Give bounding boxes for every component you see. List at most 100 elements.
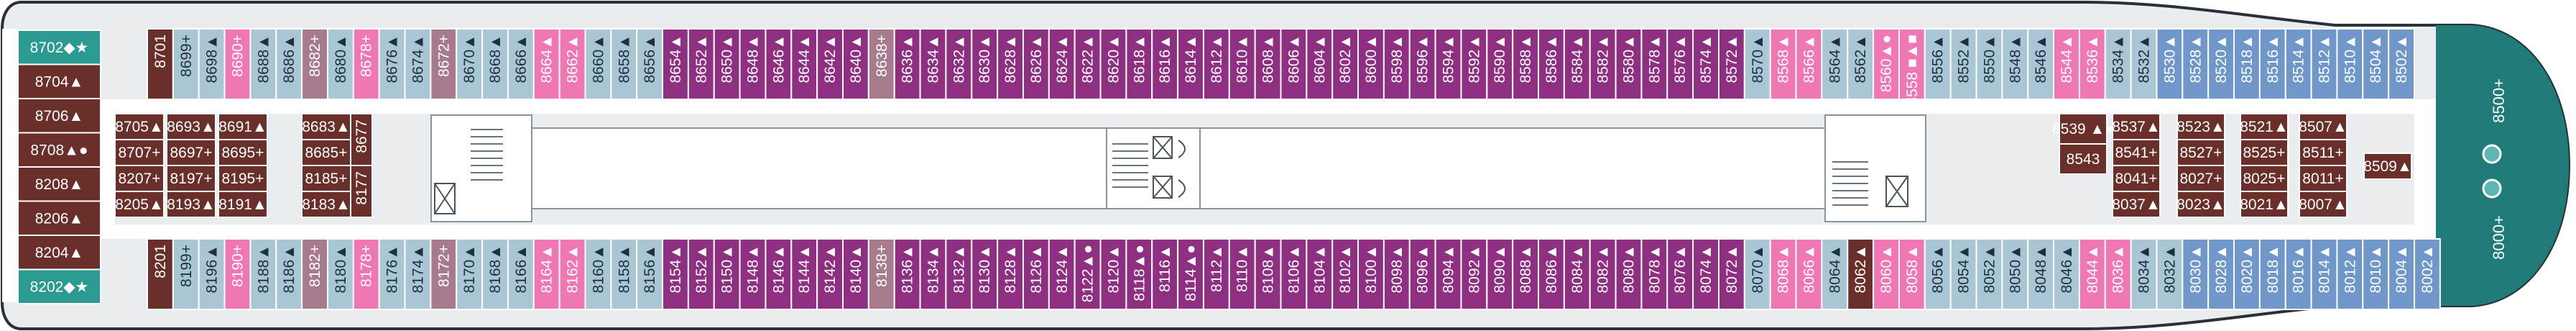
cabin-8660[interactable]: 8660▲ xyxy=(584,28,612,100)
cabin-8552[interactable]: 8552▲ xyxy=(1949,28,1977,100)
cabin-8570[interactable]: 8570▲ xyxy=(1743,28,1771,100)
cabin-8023[interactable]: 8023▲ xyxy=(2176,191,2225,218)
cabin-8534[interactable]: 8534▲ xyxy=(2104,28,2132,100)
cabin-8586[interactable]: 8586▲ xyxy=(1538,28,1565,100)
cabin-8578[interactable]: 8578▲ xyxy=(1640,28,1668,100)
cabin-8632[interactable]: 8632▲ xyxy=(945,28,973,100)
cabin-8616[interactable]: 8616▲ xyxy=(1151,28,1179,100)
cabin-8598[interactable]: 8598▲ xyxy=(1382,28,1411,100)
cabin-8516[interactable]: 8516▲ xyxy=(2258,28,2286,100)
cabin-8110[interactable]: 8110▲ xyxy=(1228,238,1256,310)
cabin-8650[interactable]: 8650▲ xyxy=(713,28,741,100)
cabin-8604[interactable]: 8604▲ xyxy=(1306,28,1334,100)
cabin-8536[interactable]: 8536▲ xyxy=(2078,28,2106,100)
cabin-8562[interactable]: 8562▲ xyxy=(1847,28,1875,100)
cabin-8704[interactable]: 8704▲ xyxy=(17,63,101,99)
cabin-8030[interactable]: 8030▲ xyxy=(2182,238,2210,310)
cabin-8701[interactable]: 8701 xyxy=(147,28,174,100)
cabin-8206[interactable]: 8206▲ xyxy=(17,200,101,236)
cabin-8677[interactable]: 8677 xyxy=(350,113,373,166)
cabin-8654[interactable]: 8654▲ xyxy=(662,28,689,100)
cabin-8070[interactable]: 8070▲ xyxy=(1743,238,1771,310)
cabin-8007[interactable]: 8007▲ xyxy=(2299,191,2348,218)
cabin-8537[interactable]: 8537▲ xyxy=(2112,113,2161,140)
cabin-8048[interactable]: 8048▲ xyxy=(2027,238,2055,310)
cabin-8116[interactable]: 8116▲ xyxy=(1151,238,1179,310)
cabin-8130[interactable]: 8130▲ xyxy=(971,238,999,310)
cabin-8078[interactable]: 8078▲ xyxy=(1640,238,1668,310)
cabin-8644[interactable]: 8644▲ xyxy=(790,28,818,100)
cabin-8699[interactable]: 8699+ xyxy=(172,28,200,100)
cabin-8527[interactable]: 8527+ xyxy=(2176,139,2225,166)
cabin-8612[interactable]: 8612▲ xyxy=(1202,28,1230,100)
cabin-8180[interactable]: 8180▲ xyxy=(326,238,354,310)
cabin-8690[interactable]: 8690+ xyxy=(223,28,251,100)
cabin-8556[interactable]: 8556▲ xyxy=(1924,28,1952,100)
cabin-8176[interactable]: 8176▲ xyxy=(378,238,406,310)
cabin-8144[interactable]: 8144▲ xyxy=(790,238,818,310)
cabin-8539[interactable]: 8539 ▲● xyxy=(2052,113,2114,145)
cabin-8046[interactable]: 8046▲ xyxy=(2053,238,2080,310)
cabin-8550[interactable]: 8550▲ xyxy=(1975,28,2003,100)
cabin-8672[interactable]: 8672+ xyxy=(430,28,458,100)
cabin-8668[interactable]: 8668▲ xyxy=(481,28,509,100)
cabin-8640[interactable]: 8640▲ xyxy=(842,28,869,100)
cabin-8708[interactable]: 8708▲● xyxy=(17,132,101,168)
cabin-8170[interactable]: 8170▲ xyxy=(456,238,484,310)
cabin-8197[interactable]: 8197+ xyxy=(166,165,216,192)
cabin-8620[interactable]: 8620▲ xyxy=(1099,28,1127,100)
cabin-8076[interactable]: 8076▲ xyxy=(1666,238,1694,310)
cabin-8588[interactable]: 8588▲ xyxy=(1512,28,1540,100)
cabin-8614[interactable]: 8614▲ xyxy=(1177,28,1204,100)
cabin-8150[interactable]: 8150▲ xyxy=(713,238,741,310)
cabin-8208[interactable]: 8208▲ xyxy=(17,166,101,202)
cabin-8102[interactable]: 8102▲ xyxy=(1331,238,1359,310)
cabin-8138[interactable]: 8138+ xyxy=(867,238,895,310)
cabin-8168[interactable]: 8168▲ xyxy=(481,238,509,310)
cabin-8126[interactable]: 8126▲ xyxy=(1022,238,1050,310)
cabin-8512[interactable]: 8512▲ xyxy=(2310,28,2338,100)
cabin-8014[interactable]: 8014▲ xyxy=(2310,238,2338,310)
cabin-8088[interactable]: 8088▲ xyxy=(1512,238,1540,310)
cabin-8154[interactable]: 8154▲ xyxy=(662,238,689,310)
cabin-8002[interactable]: 8002▲ xyxy=(2414,238,2441,310)
cabin-8191[interactable]: 8191▲ xyxy=(218,191,268,218)
cabin-8021[interactable]: 8021▲ xyxy=(2240,191,2289,218)
cabin-8523[interactable]: 8523▲ xyxy=(2176,113,2225,140)
cabin-8027[interactable]: 8027+ xyxy=(2176,165,2225,192)
cabin-8680[interactable]: 8680▲ xyxy=(326,28,354,100)
cabin-8646[interactable]: 8646▲ xyxy=(765,28,793,100)
cabin-8054[interactable]: 8054▲ xyxy=(1949,238,1977,310)
cabin-8205[interactable]: 8205▲ xyxy=(114,191,165,218)
cabin-8025[interactable]: 8025+ xyxy=(2240,165,2289,192)
cabin-8514[interactable]: 8514▲ xyxy=(2284,28,2312,100)
cabin-8064[interactable]: 8064▲ xyxy=(1821,238,1849,310)
cabin-8146[interactable]: 8146▲ xyxy=(765,238,793,310)
cabin-8530[interactable]: 8530▲ xyxy=(2156,28,2184,100)
cabin-8188[interactable]: 8188▲ xyxy=(249,238,277,310)
cabin-8608[interactable]: 8608▲ xyxy=(1254,28,1282,100)
cabin-8199[interactable]: 8199+ xyxy=(172,238,200,310)
cabin-8510[interactable]: 8510▲ xyxy=(2336,28,2364,100)
cabin-8698[interactable]: 8698▲ xyxy=(198,28,226,100)
cabin-8108[interactable]: 8108▲ xyxy=(1254,238,1282,310)
cabin-8094[interactable]: 8094▲ xyxy=(1434,238,1462,310)
cabin-8152[interactable]: 8152▲ xyxy=(687,238,715,310)
cabin-8532[interactable]: 8532▲ xyxy=(2130,28,2158,100)
cabin-8160[interactable]: 8160▲ xyxy=(584,238,612,310)
cabin-8705[interactable]: 8705▲ xyxy=(114,113,165,140)
cabin-8666[interactable]: 8666▲ xyxy=(507,28,535,100)
cabin-8576[interactable]: 8576▲ xyxy=(1666,28,1694,100)
cabin-8656[interactable]: 8656▲ xyxy=(636,28,664,100)
cabin-8084[interactable]: 8084▲ xyxy=(1563,238,1591,310)
cabin-8624[interactable]: 8624▲ xyxy=(1048,28,1076,100)
cabin-8195[interactable]: 8195+ xyxy=(218,165,268,192)
cabin-8166[interactable]: 8166▲ xyxy=(507,238,535,310)
cabin-8674[interactable]: 8674▲ xyxy=(404,28,432,100)
cabin-8158[interactable]: 8158▲ xyxy=(610,238,638,310)
cabin-8011[interactable]: 8011+ xyxy=(2299,165,2348,192)
cabin-8580[interactable]: 8580▲ xyxy=(1615,28,1643,100)
cabin-8558[interactable]: 8558 ■▲■ xyxy=(1898,28,1926,106)
cabin-8502[interactable]: 8502▲ xyxy=(2388,28,2415,100)
cabin-8050[interactable]: 8050▲ xyxy=(2001,238,2029,310)
